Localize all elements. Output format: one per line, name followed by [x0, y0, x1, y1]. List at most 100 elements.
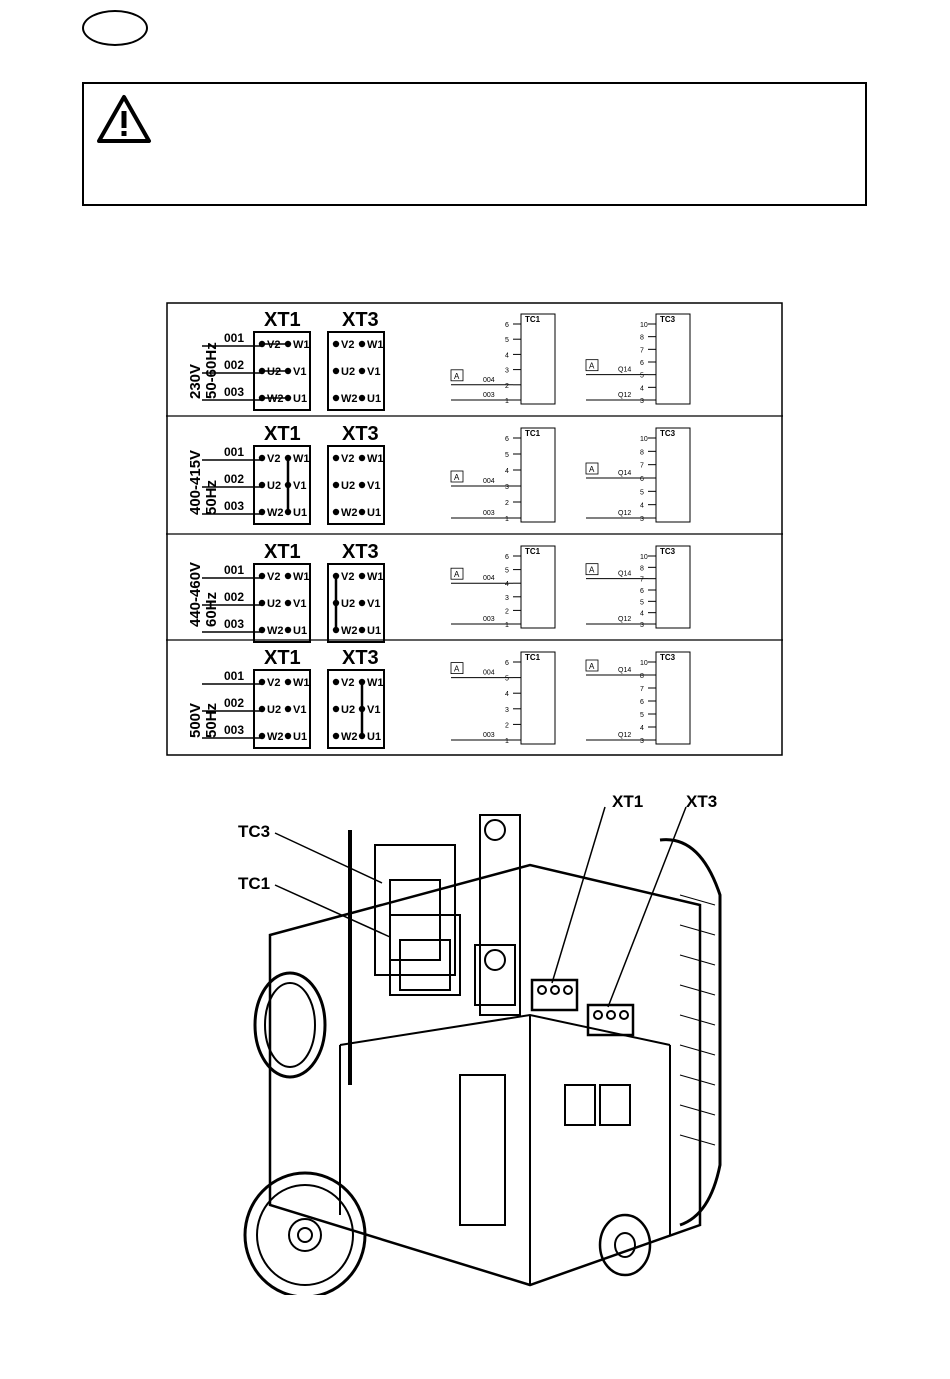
terminal-label: V1: [293, 598, 306, 610]
strip-tick-label: 1: [505, 398, 509, 405]
strip-tick-label: 6: [505, 436, 509, 443]
strip-wire-label: 003: [483, 510, 495, 517]
terminal-label: W1: [293, 677, 310, 689]
a-box: [585, 462, 599, 475]
tc1-strip: [520, 313, 556, 405]
wire-label: 002: [224, 590, 244, 604]
terminal-label: W1: [293, 453, 310, 465]
strip-tick-label: 8: [640, 673, 644, 680]
wire-label: 002: [224, 472, 244, 486]
a-box: [450, 567, 464, 580]
a-box: [585, 563, 599, 576]
strip-wire-label: Q14: [618, 571, 631, 578]
xt3-block: [327, 331, 385, 411]
strip-tick-label: 6: [640, 476, 644, 483]
xt1-header: XT1: [264, 309, 301, 331]
terminal-label: V2: [267, 453, 280, 465]
terminal-label: V1: [367, 704, 380, 716]
a-box: [585, 659, 599, 672]
terminal-dot: [358, 481, 366, 489]
strip-tick-label: 10: [640, 554, 648, 561]
strip-tick-label: 2: [505, 500, 509, 507]
terminal-label: W2: [267, 393, 284, 405]
a-box: [450, 662, 464, 675]
xt1-block: [253, 331, 311, 411]
terminal-dot: [332, 340, 340, 348]
strip-tick-label: 8: [640, 565, 644, 572]
strip-wire-label: 004: [483, 478, 495, 485]
terminal-dot: [332, 367, 340, 375]
terminal-label: U2: [341, 598, 355, 610]
wire-label: 001: [224, 331, 244, 345]
strip-tick-label: 4: [505, 468, 509, 475]
terminal-label: W1: [367, 677, 384, 689]
language-oval: [82, 10, 148, 46]
strip-wire-label: Q12: [618, 616, 631, 623]
frequency-label: 50-60Hz: [203, 342, 220, 399]
xt3-block: [327, 563, 385, 643]
terminal-dot: [358, 572, 366, 580]
strip-tick-label: 4: [640, 725, 644, 732]
photo-label-tc1: TC1: [238, 874, 271, 893]
terminal-dot: [284, 732, 292, 740]
xt3-header: XT3: [342, 541, 379, 563]
strip-wire-label: 004: [483, 377, 495, 384]
strip-tick-label: 5: [640, 599, 644, 606]
strip-tick-label: 6: [640, 360, 644, 367]
wire-label: 002: [224, 696, 244, 710]
a-label: A: [454, 665, 460, 674]
strip-wire-label: Q12: [618, 392, 631, 399]
terminal-label: U2: [267, 598, 281, 610]
strip-tick-label: 3: [505, 707, 509, 714]
terminal-label: V1: [367, 480, 380, 492]
photo-label-xt3: XT3: [686, 792, 718, 811]
terminal-label: U2: [267, 704, 281, 716]
strip-tick-label: 8: [640, 335, 644, 342]
terminal-dot: [284, 705, 292, 713]
strip-wire-label: Q12: [618, 732, 631, 739]
a-box: [450, 470, 464, 483]
strip-tick-label: 6: [640, 588, 644, 595]
tc3-title: TC3: [660, 429, 676, 438]
strip-tick-label: 6: [505, 322, 509, 329]
strip-tick-label: 1: [505, 622, 509, 629]
terminal-label: V2: [341, 339, 354, 351]
strip-wire-label: 003: [483, 392, 495, 399]
terminal-label: V1: [293, 480, 306, 492]
strip-tick-label: 3: [640, 738, 644, 745]
strip-tick-label: 4: [640, 611, 644, 618]
strip-tick-label: 3: [640, 622, 644, 629]
tc1-strip: [520, 545, 556, 629]
strip-tick-label: 5: [505, 337, 509, 344]
tc1-title: TC1: [525, 315, 541, 324]
xt3-header: XT3: [342, 423, 379, 445]
terminal-label: U2: [267, 480, 281, 492]
strip-tick-label: 7: [640, 347, 644, 354]
terminal-label: W2: [341, 507, 358, 519]
terminal-dot: [332, 705, 340, 713]
tc3-strip: [655, 313, 691, 405]
terminal-dot: [332, 454, 340, 462]
photo-label-xt1: XT1: [612, 792, 644, 811]
frequency-label: 50Hz: [203, 480, 220, 515]
voltage-label: 230V: [187, 364, 204, 399]
tc3-strip: [655, 651, 691, 745]
terminal-label: V2: [341, 677, 354, 689]
terminal-dot: [332, 394, 340, 402]
terminal-label: W1: [293, 339, 310, 351]
terminal-label: W1: [367, 339, 384, 351]
tc1-title: TC1: [525, 429, 541, 438]
terminal-dot: [332, 572, 340, 580]
strip-tick-label: 5: [505, 676, 509, 683]
xt1-block: [253, 563, 311, 643]
strip-tick-label: 6: [640, 699, 644, 706]
strip-wire-label: Q14: [618, 367, 631, 374]
terminal-label: V2: [267, 571, 280, 583]
strip-tick-label: 2: [505, 383, 509, 390]
terminal-dot: [332, 508, 340, 516]
strip-wire-label: 004: [483, 575, 495, 582]
terminal-label: V1: [367, 598, 380, 610]
diagram-border: [166, 302, 783, 756]
a-label: A: [589, 465, 595, 474]
